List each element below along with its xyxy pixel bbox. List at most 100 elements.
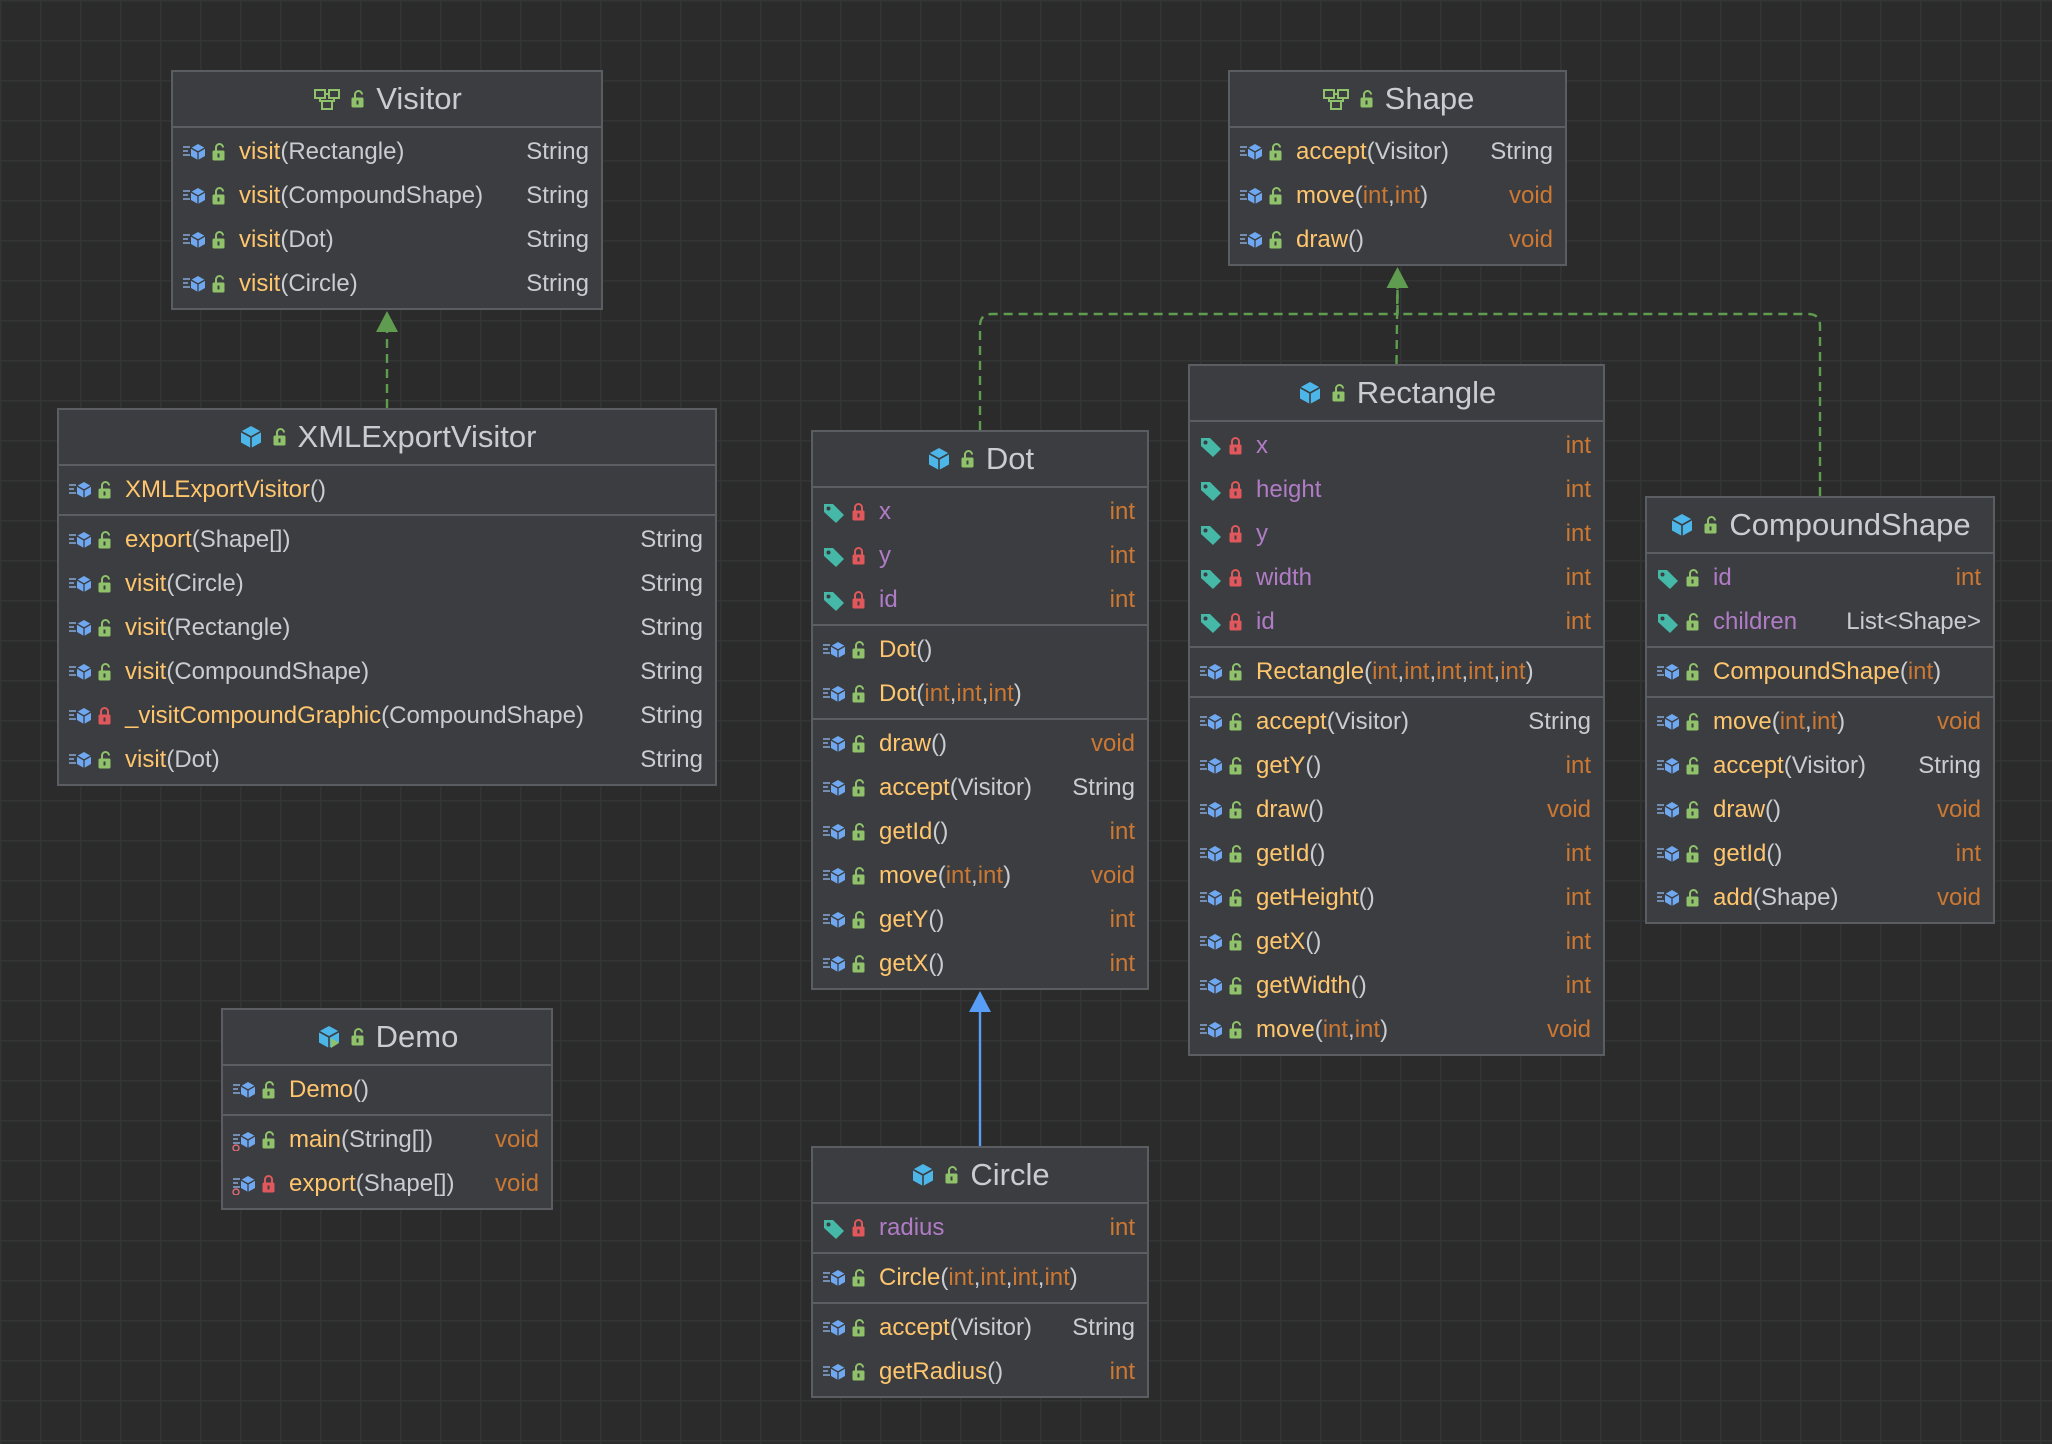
method-row[interactable]: export(Shape[])void — [223, 1162, 551, 1206]
method-name: draw — [879, 730, 932, 757]
public-lock-icon — [1229, 663, 1242, 681]
method-row[interactable]: accept(Visitor)String — [1190, 700, 1603, 744]
method-row[interactable]: Dot(int, int, int) — [813, 672, 1147, 716]
method-row[interactable]: getId()int — [1190, 832, 1603, 876]
member-section: CompoundShape(int) — [1647, 648, 1993, 698]
method-row[interactable]: getY()int — [1190, 744, 1603, 788]
method-row[interactable]: Rectangle(int, int, int, int, int) — [1190, 650, 1603, 694]
method-row[interactable]: visit(Circle)String — [173, 262, 601, 306]
method-row[interactable]: accept(Visitor)String — [813, 1306, 1147, 1350]
member-kind — [1655, 887, 1681, 909]
method-row[interactable]: visit(CompoundShape)String — [59, 650, 715, 694]
method-row[interactable]: move(int, int)void — [813, 854, 1147, 898]
member-visibility — [1685, 612, 1703, 632]
method-row[interactable]: move(int, int)void — [1647, 700, 1993, 744]
method-row[interactable]: accept(Visitor)String — [1647, 744, 1993, 788]
member-type: String — [1490, 138, 1553, 165]
method-row[interactable]: draw()void — [1230, 218, 1565, 262]
method-row[interactable]: visit(Dot)String — [173, 218, 601, 262]
method-row[interactable]: visit(CompoundShape)String — [173, 174, 601, 218]
implements-edge[interactable] — [978, 280, 1399, 430]
method-row[interactable]: visit(Rectangle)String — [59, 606, 715, 650]
member-visibility — [261, 1174, 279, 1194]
open-paren: ( — [916, 636, 925, 663]
method-row[interactable]: getRadius()int — [813, 1350, 1147, 1394]
open-paren: ( — [1348, 226, 1357, 253]
method-row[interactable]: draw()void — [1647, 788, 1993, 832]
method-row[interactable]: visit(Rectangle)String — [173, 130, 601, 174]
method-row[interactable]: move(int, int)void — [1190, 1008, 1603, 1052]
field-icon — [1658, 570, 1678, 589]
class-header[interactable]: Rectangle — [1190, 366, 1603, 422]
method-row[interactable]: Circle(int, int, int, int) — [813, 1256, 1147, 1300]
method-row[interactable]: Dot() — [813, 628, 1147, 672]
method-row[interactable]: getId()int — [813, 810, 1147, 854]
class-header[interactable]: Demo — [223, 1010, 551, 1066]
method-row[interactable]: accept(Visitor)String — [813, 766, 1147, 810]
method-row[interactable]: visit(Dot)String — [59, 738, 715, 782]
open-paren: ( — [166, 570, 175, 597]
member-type: String — [640, 658, 703, 685]
implements-edge[interactable] — [1396, 280, 1822, 496]
method-row[interactable]: add(Shape)void — [1647, 876, 1993, 920]
method-row[interactable]: getY()int — [813, 898, 1147, 942]
open-paren: ( — [1305, 752, 1314, 779]
method-row[interactable]: draw()void — [813, 722, 1147, 766]
method-row[interactable]: draw()void — [1190, 788, 1603, 832]
open-paren: ( — [987, 1358, 996, 1385]
method-row[interactable]: XMLExportVisitor() — [59, 468, 715, 512]
method-row[interactable]: move(int, int)void — [1230, 174, 1565, 218]
method-row[interactable]: visit(Circle)String — [59, 562, 715, 606]
member-visibility — [97, 662, 115, 682]
method-row[interactable]: export(Shape[])String — [59, 518, 715, 562]
public-lock-icon — [1229, 1021, 1242, 1039]
method-row[interactable]: Demo() — [223, 1068, 551, 1112]
member-visibility — [851, 866, 869, 886]
class-header[interactable]: Dot — [813, 432, 1147, 488]
class-header[interactable]: Visitor — [173, 72, 601, 128]
class-header[interactable]: CompoundShape — [1647, 498, 1993, 554]
member-type: void — [1090, 730, 1135, 757]
method-row[interactable]: getWidth()int — [1190, 964, 1603, 1008]
param-separator: , — [949, 680, 957, 707]
param-separator: , — [1388, 182, 1395, 209]
public-lock-icon — [1686, 889, 1699, 907]
member-visibility — [1685, 800, 1703, 820]
class-header[interactable]: Circle — [813, 1148, 1147, 1204]
method-row[interactable]: getX()int — [813, 942, 1147, 986]
method-row[interactable]: CompoundShape(int) — [1647, 650, 1993, 694]
method-row[interactable]: main(String[])void — [223, 1118, 551, 1162]
class-header[interactable]: XMLExportVisitor — [59, 410, 715, 466]
public-lock-icon — [852, 685, 865, 703]
close-paren: ) — [211, 746, 220, 773]
method-row[interactable]: getId()int — [1647, 832, 1993, 876]
method-row[interactable]: accept(Visitor)String — [1230, 130, 1565, 174]
class-visibility — [1703, 515, 1721, 535]
field-name: id — [879, 586, 898, 613]
method-row[interactable]: getHeight()int — [1190, 876, 1603, 920]
method-row[interactable]: getX()int — [1190, 920, 1603, 964]
method-row[interactable]: _visitCompoundGraphic(CompoundShape)Stri… — [59, 694, 715, 738]
member-type: String — [1918, 752, 1981, 779]
class-header[interactable]: Shape — [1230, 72, 1565, 128]
